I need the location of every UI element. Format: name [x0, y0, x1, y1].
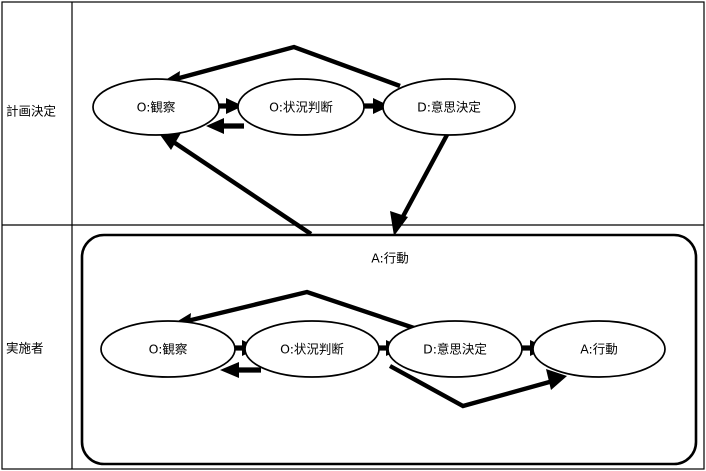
edge-executor-orient-to-observe [220, 362, 261, 378]
node-shape [100, 320, 236, 378]
node-label: A:行動 [580, 342, 618, 357]
row-label-executor: 実施者 [6, 341, 44, 356]
node-shape [387, 320, 523, 378]
node-label: O:状況判断 [269, 100, 333, 115]
edge-group-to-planner-observe [158, 132, 313, 236]
node-planner-observe[interactable]: O:観察 [92, 78, 220, 136]
node-executor-orient[interactable]: O:状況判断 [244, 320, 380, 378]
node-planner-orient[interactable]: O:状況判断 [237, 78, 365, 136]
node-shape [382, 78, 516, 136]
node-executor-act[interactable]: A:行動 [532, 320, 666, 378]
edge-executor-orient-to-act [388, 364, 567, 409]
node-shape [92, 78, 220, 136]
edge-planner-orient-to-observe [206, 118, 244, 134]
row-label-planner: 計画決定 [6, 104, 56, 119]
group-box-title: A:行動 [371, 251, 409, 266]
node-label: D:意思決定 [423, 342, 487, 357]
node-executor-decide[interactable]: D:意思決定 [387, 320, 523, 378]
executor-group-box: A:行動 [80, 233, 698, 466]
node-label: O:観察 [137, 100, 176, 115]
node-label: O:観察 [149, 342, 188, 357]
node-shape [244, 320, 380, 378]
node-label: D:意思決定 [417, 100, 481, 115]
node-shape [237, 78, 365, 136]
node-shape [532, 320, 666, 378]
edge-planner-decide-to-group [390, 131, 450, 236]
node-label: O:状況判断 [280, 342, 344, 357]
group-box-outline [80, 233, 698, 466]
node-planner-decide[interactable]: D:意思決定 [382, 78, 516, 136]
node-executor-observe[interactable]: O:観察 [100, 320, 236, 378]
